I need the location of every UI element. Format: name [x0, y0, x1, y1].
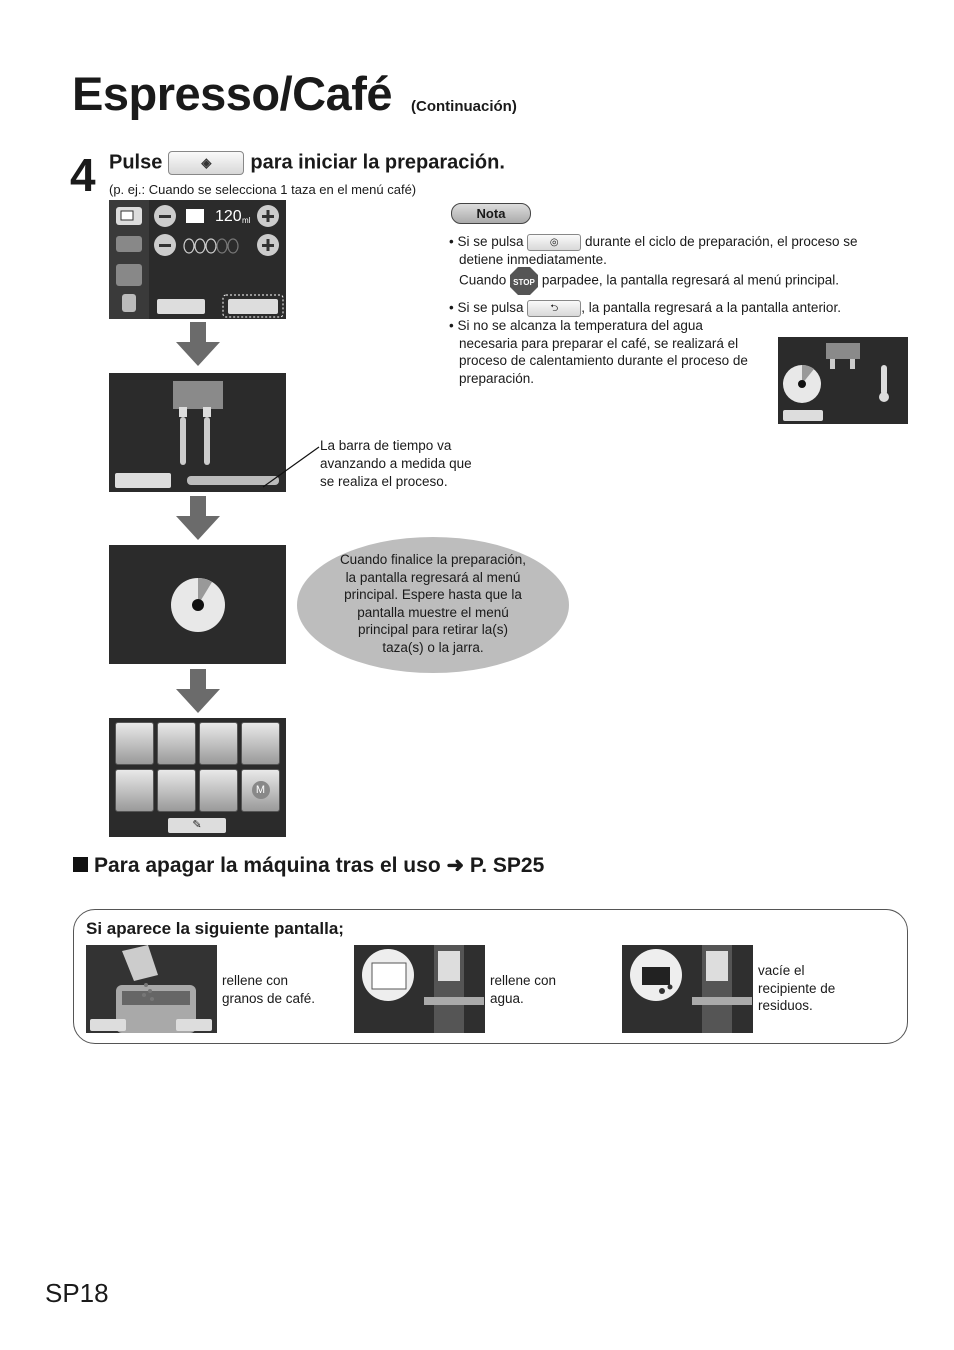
- selection-screen: 120 ml: [109, 200, 286, 319]
- spoon-tile-icon: [199, 769, 238, 812]
- caption-line: agua.: [490, 990, 524, 1006]
- progress-dial-icon: [171, 578, 225, 632]
- callout-line: La barra de tiempo va: [320, 438, 452, 453]
- jug-tab-icon: [116, 264, 142, 286]
- nota-text: • Si se pulsa: [449, 300, 524, 315]
- memory-tile-icon: M: [241, 769, 280, 812]
- wrench-icon: ✎: [168, 818, 226, 833]
- memory-label: M: [251, 781, 270, 799]
- nota-bullet-heat: • Si no se alcanza la temperatura del ag…: [449, 317, 779, 387]
- nota-stop-line: Cuando STOP parpadee, la pantalla regres…: [459, 267, 899, 295]
- warning-screens-box: [73, 909, 908, 1044]
- mug-tab-icon: [122, 294, 136, 312]
- volume-unit: ml: [242, 216, 251, 225]
- step-text-before: Pulse: [109, 151, 163, 174]
- main-menu-screen: M ✎: [109, 718, 286, 837]
- stop-sign-icon: STOP: [510, 267, 539, 295]
- caption-beans: rellene con granos de café.: [222, 972, 315, 1007]
- callout-line: principal para retirar la(s): [357, 622, 509, 637]
- step-number: 4: [70, 149, 96, 201]
- callout-line: principal. Espere hasta que la: [344, 587, 522, 602]
- caption-line: vacíe el: [758, 963, 805, 978]
- double-cup-tab-icon: [116, 236, 142, 252]
- down-arrow-icon: [176, 496, 220, 540]
- waste-container-icon: [630, 945, 752, 1033]
- water-tank-icon: [362, 945, 484, 1033]
- caption-water: rellene con agua.: [490, 972, 556, 1007]
- heating-screen-graphic: [783, 343, 889, 421]
- latte-tile-icon: [241, 722, 280, 765]
- caption-line: granos de café.: [222, 990, 316, 1006]
- nota-text: • Si no se alcanza la temperatura del ag…: [449, 318, 703, 333]
- finishing-screen: [109, 545, 286, 664]
- start-button-icon: ◈: [168, 151, 245, 175]
- caption-line: rellene con: [222, 973, 289, 988]
- back-button-icon: ⮌: [527, 299, 582, 317]
- refill-beans-screen: [86, 945, 217, 1033]
- callout-line: taza(s) o la jarra.: [382, 639, 484, 655]
- section-turn-off: Para apagar la máquina tras el uso ➜ P. …: [73, 853, 544, 878]
- section-turn-off-text: Para apagar la máquina tras el uso ➜ P. …: [94, 854, 545, 877]
- stop-label: STOP: [513, 278, 535, 287]
- page-number: SP18: [45, 1278, 109, 1308]
- callout-leader-line: [262, 446, 320, 488]
- jug-tile-icon: [157, 769, 196, 812]
- nota-text: detiene inmediatamente.: [459, 251, 607, 267]
- callout-line: Cuando finalice la preparación,: [339, 552, 527, 567]
- nota-text: Cuando: [459, 272, 507, 288]
- callout-line: avanzando a medida que: [320, 456, 472, 471]
- down-arrow-icon: [176, 669, 220, 713]
- nota-text: necesaria para preparar el café, se real…: [459, 335, 739, 351]
- coffee-tile-icon: [157, 722, 196, 765]
- nota-bullet-stop: • Si se pulsa ◎ durante el ciclo de prep…: [449, 233, 899, 268]
- caption-line: residuos.: [758, 998, 813, 1013]
- step-example: (p. ej.: Cuando se selecciona 1 taza en …: [109, 182, 417, 197]
- selection-screen-graphic: [109, 200, 284, 319]
- down-arrow-icon: [176, 322, 220, 366]
- callout-time-bar: La barra de tiempo va avanzando a medida…: [320, 437, 472, 491]
- brewing-screen: [109, 373, 286, 492]
- box-title: Si aparece la siguiente pantalla;: [86, 919, 344, 938]
- square-bullet-icon: [73, 857, 88, 872]
- nota-text: durante el ciclo de preparación, el proc…: [585, 234, 858, 249]
- step-text-after: para iniciar la preparación.: [250, 151, 505, 174]
- heating-screen: [778, 337, 908, 424]
- nota-badge: Nota: [451, 203, 531, 224]
- milk-tile-icon: [115, 769, 154, 812]
- caption-line: rellene con: [490, 973, 557, 988]
- thermometer-icon: [881, 365, 887, 395]
- finish-callout: Cuando finalice la preparación, la panta…: [297, 537, 569, 673]
- nota-text: , la pantalla regresará a la pantalla an…: [581, 300, 841, 315]
- cappuccino-tile-icon: [199, 722, 238, 765]
- espresso-tile-icon: [115, 722, 154, 765]
- page-subtitle: (Continuación): [411, 98, 517, 115]
- empty-waste-screen: [622, 945, 753, 1033]
- caption-line: recipiente de: [758, 980, 836, 996]
- nota-bullet-back: • Si se pulsa ⮌, la pantalla regresará a…: [449, 299, 899, 317]
- volume-value: 120: [215, 208, 242, 225]
- caption-waste: vacíe el recipiente de residuos.: [758, 962, 835, 1015]
- callout-line: se realiza el proceso.: [320, 474, 448, 489]
- brewing-screen-graphic: [115, 381, 279, 488]
- callout-line: pantalla muestre el menú: [357, 604, 509, 620]
- step-heading: Pulse◈para iniciar la preparación.: [109, 151, 505, 175]
- refill-water-screen: [354, 945, 485, 1033]
- nota-text: preparación.: [459, 370, 535, 386]
- nota-text: parpadee, la pantalla regresará al menú …: [541, 272, 840, 288]
- stop-button-icon: ◎: [527, 233, 582, 251]
- nota-text: • Si se pulsa: [449, 234, 524, 249]
- callout-line: la pantalla regresará al menú: [345, 569, 521, 585]
- coffee-beans-icon: [90, 945, 212, 1033]
- nota-text: proceso de calentamiento durante el proc…: [459, 353, 748, 368]
- page-title: Espresso/Café: [72, 67, 393, 120]
